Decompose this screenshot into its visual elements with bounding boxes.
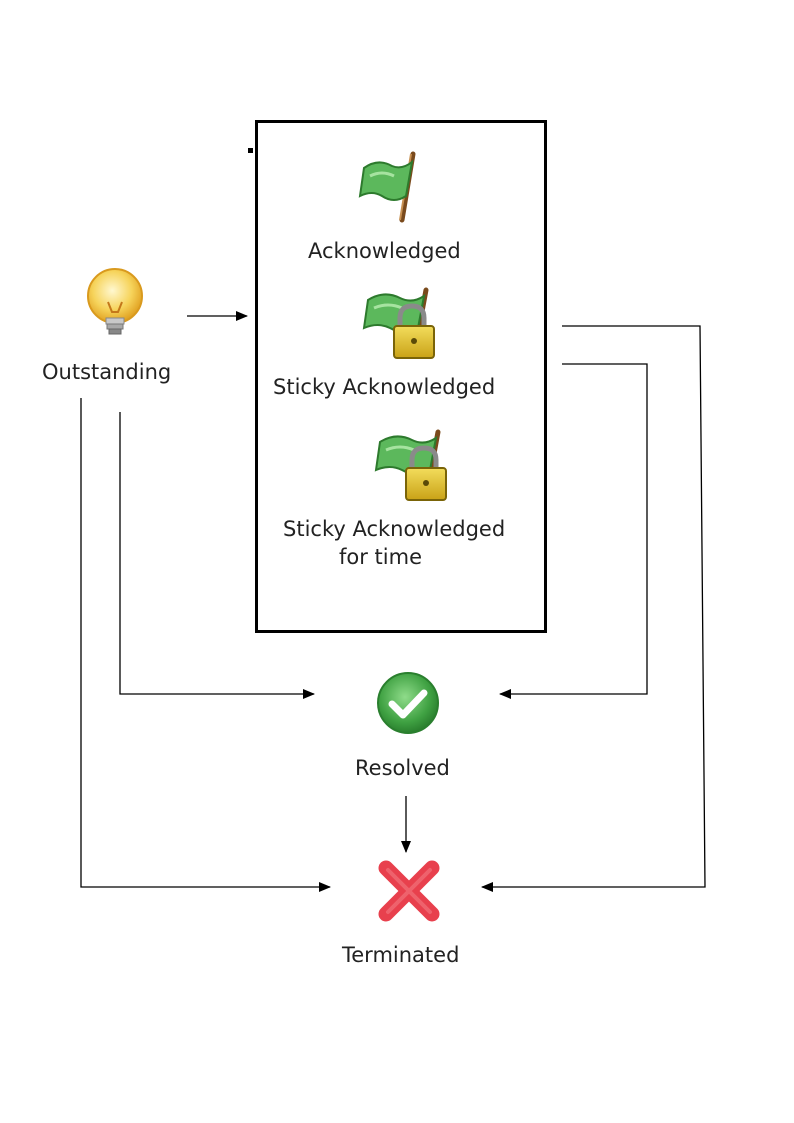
state-label-resolved: Resolved (355, 756, 450, 780)
red-x-icon (378, 860, 440, 922)
state-label-sticky-acknowledged-time-line2: for time (339, 545, 422, 569)
green-check-icon (377, 672, 439, 734)
state-label-sticky-acknowledged: Sticky Acknowledged (273, 375, 496, 399)
edge-acknowledged-to-resolved (499, 363, 648, 699)
box-corner-tick (248, 148, 253, 153)
acknowledged-states-group (255, 120, 547, 633)
state-label-terminated: Terminated (342, 943, 460, 967)
lightbulb-icon (87, 268, 143, 335)
edge-acknowledged-to-terminated (481, 325, 706, 892)
green-flag-lock-icon (362, 287, 435, 359)
state-label-sticky-acknowledged-time-line1: Sticky Acknowledged (283, 517, 506, 541)
edge-outstanding-to-terminated (80, 398, 331, 892)
green-flag-icon (358, 151, 416, 223)
green-flag-lock-icon (374, 429, 447, 501)
edge-outstanding-to-resolved (119, 412, 315, 699)
state-label-acknowledged: Acknowledged (308, 239, 461, 263)
state-label-outstanding: Outstanding (42, 360, 172, 384)
